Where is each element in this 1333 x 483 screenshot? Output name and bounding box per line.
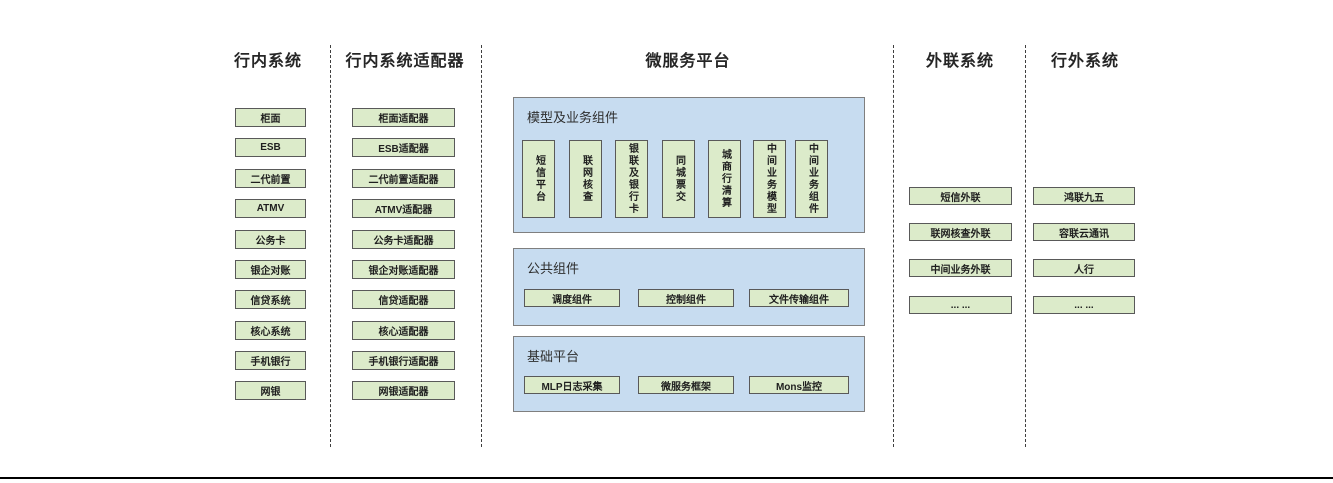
internal-system-box: 柜面: [235, 108, 306, 127]
component-box-vertical: 中间业务模型: [753, 140, 786, 218]
component-box-vertical: 城商行清算: [708, 140, 741, 218]
internal-system-box: 公务卡: [235, 230, 306, 249]
component-box: 调度组件: [524, 289, 620, 307]
internal-system-box: 网银: [235, 381, 306, 400]
adapter-box: 银企对账适配器: [352, 260, 455, 279]
adapter-box: ATMV适配器: [352, 199, 455, 218]
column-title-internal-adapters: 行内系统适配器: [345, 53, 465, 70]
adapter-box: 二代前置适配器: [352, 169, 455, 188]
internal-system-box: ATMV: [235, 199, 306, 218]
external-system-box: ... ...: [1033, 296, 1135, 314]
column-title-external-systems: 行外系统: [1050, 53, 1119, 70]
external-system-box: 容联云通讯: [1033, 223, 1135, 241]
adapter-box: 核心适配器: [352, 321, 455, 340]
column-title-microservice-platform: 微服务平台: [645, 53, 731, 70]
component-box: 控制组件: [638, 289, 734, 307]
panel-label: 公共组件: [527, 261, 580, 276]
component-box: 微服务框架: [638, 376, 734, 394]
component-box: MLP日志采集: [524, 376, 620, 394]
adapter-box: 信贷适配器: [352, 290, 455, 309]
component-box-vertical: 银联及银行卡: [615, 140, 648, 218]
internal-system-box: 核心系统: [235, 321, 306, 340]
adapter-box: 柜面适配器: [352, 108, 455, 127]
panel-common-components: 公共组件 调度组件 控制组件 文件传输组件: [513, 248, 865, 326]
internal-system-box: ESB: [235, 138, 306, 157]
internal-system-box: 手机银行: [235, 351, 306, 370]
component-box-vertical: 短信平台: [522, 140, 555, 218]
outreach-system-box: ... ...: [909, 296, 1012, 314]
internal-system-box: 信贷系统: [235, 290, 306, 309]
separator-dashed-line: [893, 45, 894, 447]
outreach-system-box: 短信外联: [909, 187, 1012, 205]
component-box-vertical: 联网核查: [569, 140, 602, 218]
column-title-outreach-systems: 外联系统: [925, 53, 994, 70]
internal-system-box: 二代前置: [235, 169, 306, 188]
outreach-system-box: 中间业务外联: [909, 259, 1012, 277]
internal-system-box: 银企对账: [235, 260, 306, 279]
bottom-rule: [0, 477, 1333, 479]
component-box: Mons监控: [749, 376, 849, 394]
component-box-vertical: 中间业务组件: [795, 140, 828, 218]
panel-label: 基础平台: [527, 349, 580, 364]
column-title-internal-systems: 行内系统: [233, 53, 302, 70]
external-system-box: 鸿联九五: [1033, 187, 1135, 205]
adapter-box: 公务卡适配器: [352, 230, 455, 249]
component-box: 文件传输组件: [749, 289, 849, 307]
component-box-vertical: 同城票交: [662, 140, 695, 218]
panel-model-business-components: 模型及业务组件 短信平台 联网核查 银联及银行卡 同城票交 城商行清算 中间业务…: [513, 97, 865, 233]
panel-label: 模型及业务组件: [527, 110, 619, 125]
external-system-box: 人行: [1033, 259, 1135, 277]
panel-base-platform: 基础平台 MLP日志采集 微服务框架 Mons监控: [513, 336, 865, 412]
separator-dashed-line: [481, 45, 482, 447]
adapter-box: 手机银行适配器: [352, 351, 455, 370]
adapter-box: ESB适配器: [352, 138, 455, 157]
separator-dashed-line: [330, 45, 331, 447]
outreach-system-box: 联网核查外联: [909, 223, 1012, 241]
separator-dashed-line: [1025, 45, 1026, 447]
adapter-box: 网银适配器: [352, 381, 455, 400]
